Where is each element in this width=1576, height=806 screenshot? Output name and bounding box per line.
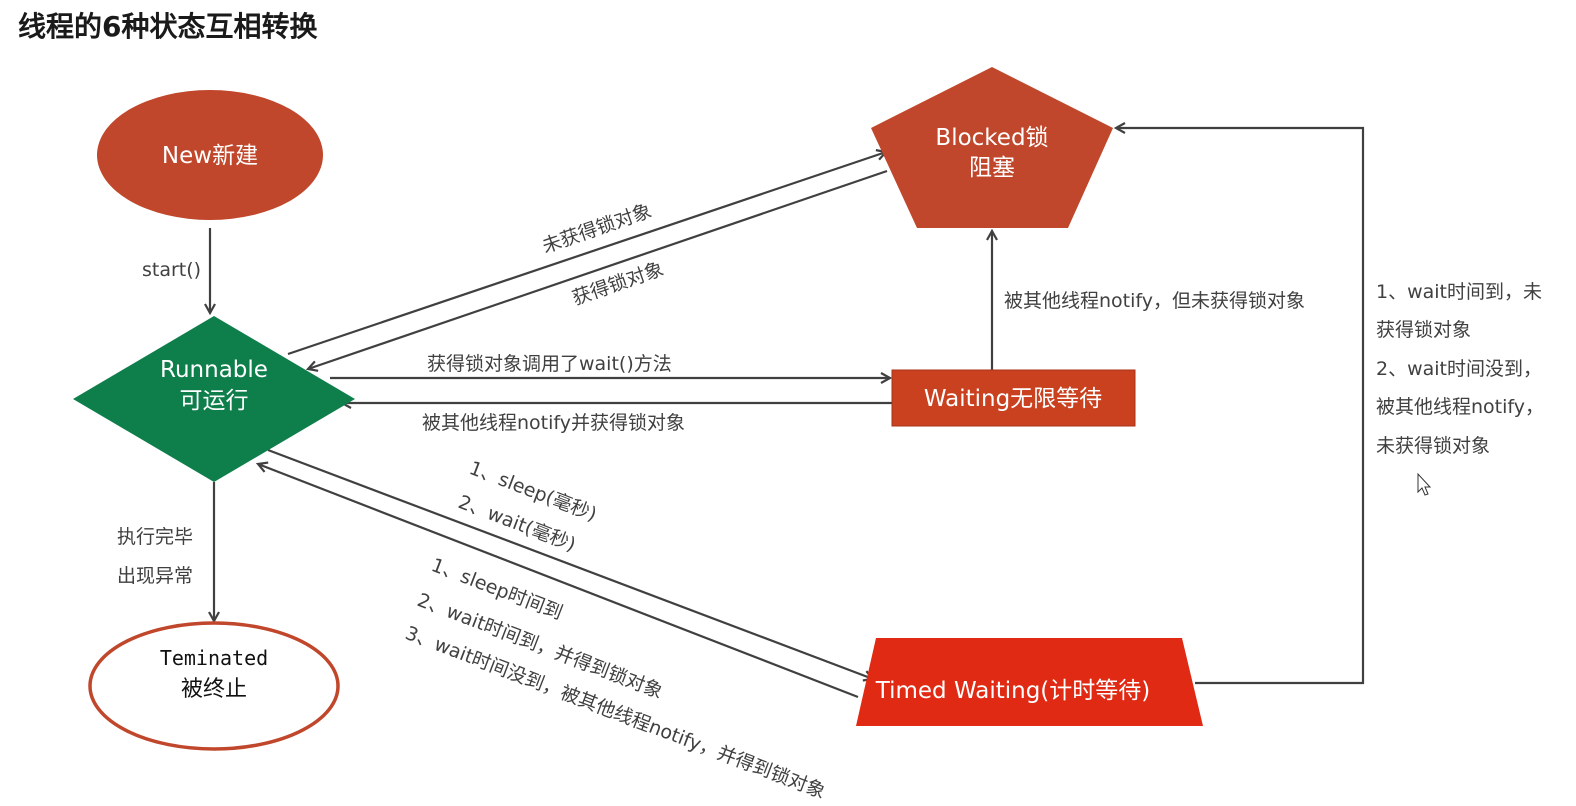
- arrows: [210, 128, 1365, 699]
- diagram-title: 线程的6种状态互相转换: [18, 10, 318, 43]
- arrow-to-blocked: [287, 152, 886, 356]
- node-terminated: Teminated 被终止: [88, 621, 340, 751]
- node-waiting: Waiting无限等待: [891, 369, 1136, 427]
- arrow-from-blocked: [308, 169, 888, 369]
- mouse-cursor-icon: [1417, 472, 1432, 496]
- arrow-from-timed: [258, 464, 859, 699]
- edge-label-terminate-2: 出现异常: [117, 565, 193, 587]
- edge-label-terminate-1: 执行完毕: [117, 526, 193, 548]
- node-timed-waiting-label: Timed Waiting(计时等待): [875, 678, 1150, 704]
- node-terminated-label-2: 被终止: [181, 677, 247, 702]
- edge-label-timed-to-blocked-line: 被其他线程notify，: [1376, 396, 1544, 418]
- edge-label-waiting-to-blocked: 被其他线程notify，但未获得锁对象: [1004, 290, 1305, 312]
- node-runnable-shape: [73, 316, 355, 482]
- edge-label-timed-to-blocked-line: 未获得锁对象: [1376, 435, 1490, 457]
- edge-label-timed-to-blocked-line: 获得锁对象: [1376, 319, 1471, 341]
- node-runnable: Runnable 可运行: [73, 316, 355, 482]
- edge-label-timed-to-blocked: 1、wait时间到，未 获得锁对象 2、wait时间没到， 被其他线程notif…: [1376, 281, 1544, 457]
- node-new-label: New新建: [162, 143, 258, 169]
- node-runnable-label-2: 可运行: [180, 388, 249, 414]
- node-terminated-shape: [88, 621, 340, 751]
- node-runnable-label-1: Runnable: [160, 357, 268, 383]
- edge-label-start: start(): [142, 259, 201, 281]
- node-blocked-label-2: 阻塞: [969, 155, 1015, 181]
- node-terminated-label-1: Teminated: [160, 646, 268, 670]
- node-blocked: Blocked锁 阻塞: [871, 67, 1113, 228]
- edge-label-timed-to-blocked-line: 1、wait时间到，未: [1376, 281, 1542, 303]
- node-waiting-label: Waiting无限等待: [924, 386, 1102, 412]
- edge-label-from-waiting: 被其他线程notify并获得锁对象: [422, 412, 685, 434]
- node-new: New新建: [97, 90, 323, 220]
- edge-label-to-waiting: 获得锁对象调用了wait()方法: [427, 353, 672, 375]
- node-waiting-shape: [891, 369, 1136, 427]
- node-timed-waiting-shape: [856, 638, 1203, 726]
- edge-label-from-blocked: 获得锁对象: [569, 258, 666, 310]
- node-new-shape: [97, 90, 323, 220]
- edge-label-timed-to-blocked-line: 2、wait时间没到，: [1376, 358, 1542, 380]
- arrow-timed-to-blocked: [1116, 128, 1365, 685]
- node-timed-waiting: Timed Waiting(计时等待): [856, 638, 1203, 726]
- arrow-to-timed: [267, 448, 873, 679]
- node-blocked-label-1: Blocked锁: [935, 125, 1048, 151]
- edge-label-from-timed-3: 3、wait时间没到，被其他线程notify，并得到锁对象: [402, 622, 828, 803]
- node-blocked-shape: [871, 67, 1113, 228]
